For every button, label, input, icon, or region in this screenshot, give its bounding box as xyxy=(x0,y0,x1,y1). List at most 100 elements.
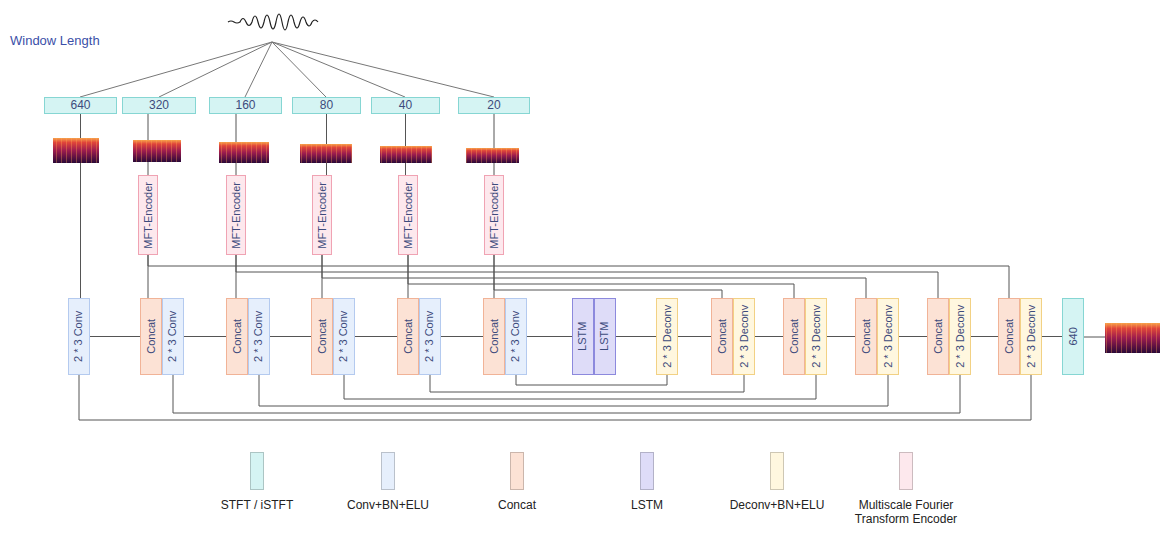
connector xyxy=(494,255,722,298)
box-label: 2 * 3 Conv xyxy=(510,311,523,362)
legend-label: LSTM xyxy=(587,498,707,512)
box-label: 40 xyxy=(399,99,412,113)
box-label: Concat xyxy=(716,319,729,354)
stft-box: 640 xyxy=(44,97,117,114)
legend-label: STFT / iSTFT xyxy=(197,498,317,512)
fan-out-lines xyxy=(80,42,494,97)
box-label: Concat xyxy=(488,319,501,354)
box-label: Concat xyxy=(860,319,873,354)
box-label: 2 * 3 Deconv xyxy=(1025,305,1038,368)
stft-box: 160 xyxy=(209,97,282,114)
deconv-box: 2 * 3 Deconv xyxy=(877,298,899,375)
box-label: Concat xyxy=(231,319,244,354)
output-line xyxy=(1083,337,1105,338)
legend-label: Multiscale Fourier Transform Encoder xyxy=(846,498,966,527)
box-label: 2 * 3 Deconv xyxy=(661,305,674,368)
axis-caption: Window Length xyxy=(10,33,100,48)
conv-box: 2 * 3 Conv xyxy=(333,298,355,375)
concat-box: Concat xyxy=(927,298,949,375)
concat-box: Concat xyxy=(311,298,333,375)
box-label: Concat xyxy=(1003,319,1016,354)
connector xyxy=(173,375,960,413)
box-label: MFT-Encoder xyxy=(230,182,243,249)
concat-box: Concat xyxy=(397,298,419,375)
conv-box: 2 * 3 Conv xyxy=(162,298,184,375)
conv-box: 2 * 3 Conv xyxy=(248,298,270,375)
concat-box: Concat xyxy=(711,298,733,375)
connector xyxy=(79,375,1031,420)
connector xyxy=(90,336,140,337)
istft-box: 640 xyxy=(1062,298,1084,375)
connector xyxy=(408,255,794,298)
box-label: LSTM xyxy=(599,322,612,351)
box-label: 640 xyxy=(1067,327,1080,345)
box-label: 160 xyxy=(235,99,255,113)
legend-swatch xyxy=(770,452,784,490)
box-label: MFT-Encoder xyxy=(488,182,501,249)
box-label: MFT-Encoder xyxy=(142,182,155,249)
encoder-box: MFT-Encoder xyxy=(226,175,246,255)
box-label: Concat xyxy=(788,319,801,354)
box-label: 2 * 3 Conv xyxy=(338,311,351,362)
box-label: 2 * 3 Conv xyxy=(167,311,180,362)
concat-box: Concat xyxy=(226,298,248,375)
connector xyxy=(755,336,783,337)
box-label: 2 * 3 Conv xyxy=(253,311,266,362)
encoder-box: MFT-Encoder xyxy=(138,175,158,255)
stft-box: 40 xyxy=(371,97,440,114)
concat-box: Concat xyxy=(140,298,162,375)
box-label: 640 xyxy=(70,99,90,113)
waveform xyxy=(228,14,318,30)
box-label: 2 * 3 Deconv xyxy=(882,305,895,368)
legend-swatch xyxy=(899,452,913,490)
deconv-box: 2 * 3 Deconv xyxy=(1020,298,1042,375)
connector xyxy=(527,336,572,337)
connector xyxy=(355,336,397,337)
concat-box: Concat xyxy=(783,298,805,375)
box-label: MFT-Encoder xyxy=(402,182,415,249)
connector xyxy=(971,336,998,337)
connector xyxy=(678,336,711,337)
conv-box: 2 * 3 Conv xyxy=(68,298,90,375)
connector xyxy=(430,375,744,392)
legend-swatch xyxy=(250,452,264,490)
concat-box: Concat xyxy=(855,298,877,375)
box-label: 2 * 3 Deconv xyxy=(810,305,823,368)
stft-box: 20 xyxy=(458,97,530,114)
connector xyxy=(1042,336,1062,337)
encoder-box: MFT-Encoder xyxy=(312,175,332,255)
connector xyxy=(270,336,311,337)
connector xyxy=(148,255,1009,298)
connector xyxy=(184,336,226,337)
conv-box: 2 * 3 Conv xyxy=(505,298,527,375)
legend-swatch xyxy=(381,452,395,490)
legend-label: Concat xyxy=(457,498,577,512)
box-label: 320 xyxy=(149,99,169,113)
box-label: 2 * 3 Deconv xyxy=(954,305,967,368)
box-label: 2 * 3 Deconv xyxy=(738,305,751,368)
connector xyxy=(516,375,667,385)
connector xyxy=(827,336,855,337)
box-label: 80 xyxy=(320,99,333,113)
stft-box: 320 xyxy=(122,97,196,114)
lstm-box: LSTM xyxy=(572,298,594,375)
connector xyxy=(494,114,495,175)
connector xyxy=(899,336,927,337)
encoder-box: MFT-Encoder xyxy=(484,175,504,255)
box-label: 20 xyxy=(487,99,500,113)
legend-label: Deconv+BN+ELU xyxy=(717,498,837,512)
deconv-box: 2 * 3 Deconv xyxy=(733,298,755,375)
box-label: LSTM xyxy=(577,322,590,351)
stft-box: 80 xyxy=(292,97,361,114)
legend-swatch xyxy=(510,452,524,490)
lstm-box: LSTM xyxy=(594,298,616,375)
connector xyxy=(405,114,406,175)
box-label: MFT-Encoder xyxy=(316,182,329,249)
connector xyxy=(441,336,483,337)
connector xyxy=(259,375,888,406)
conv-box: 2 * 3 Conv xyxy=(419,298,441,375)
box-label: Concat xyxy=(932,319,945,354)
connector xyxy=(616,336,656,337)
